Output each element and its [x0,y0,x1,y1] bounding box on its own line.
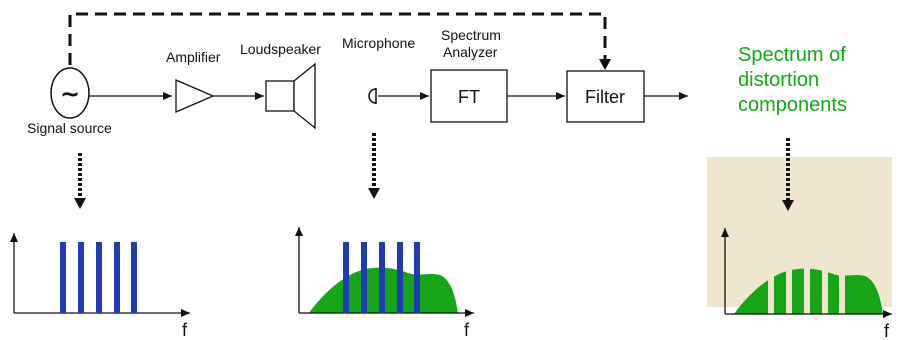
signal-source-symbol: ~ [60,80,80,108]
tone-bar [379,242,385,313]
loudspeaker-label: Loudspeaker [240,41,321,57]
amplifier-label: Amplifier [166,49,221,65]
loudspeaker-cone [293,62,316,130]
tone-bar [414,242,420,313]
distortion-spectrum-plot: f [721,228,892,340]
removed-tone-gap [786,255,792,315]
loudspeaker-body [265,80,295,112]
signal-source-label: Signal source [27,120,112,136]
tone-bar [343,242,349,313]
removed-tone-gap [768,255,774,315]
distortion-dotted-pointer [782,138,794,211]
removed-tone-gap [839,255,845,315]
tone-bar [60,242,66,313]
measured-spectrum-plot: f [295,227,474,340]
removed-tone-gap [822,255,828,315]
dashed-reference-arrowhead [599,59,611,70]
tone-bar [78,242,84,313]
signal-source-circle [50,67,90,119]
microphone-dotted-pointer [368,133,380,199]
filter-block [566,70,645,123]
removed-tone-gap [804,255,810,315]
input-spectrum-plot: f [10,233,190,340]
ft-block-label: FT [458,87,480,107]
source-dotted-pointer [74,153,86,209]
microphone-label: Microphone [342,35,415,51]
tone-bar [114,242,120,313]
tone-bar [96,242,102,313]
tone-bar [361,242,367,313]
filter-block-label: Filter [585,87,625,107]
input-x-axis-label: f [182,320,188,340]
microphone-icon [368,88,377,104]
distortion-caption-line3: components [738,94,847,116]
tone-bar [397,242,403,313]
distortion-caption-line2: distortion [738,69,819,91]
tone-bar [131,242,137,313]
spectrum-analyzer-label-line1: Spectrum [441,27,501,43]
distortion-x-axis-label: f [884,321,890,340]
amplifier-triangle [175,79,215,113]
spectrum-analyzer-label-line2: Analyzer [443,44,498,60]
measured-x-axis-label: f [464,320,470,340]
distortion-caption-line1: Spectrum of [738,44,846,66]
dashed-reference-line [68,12,607,65]
